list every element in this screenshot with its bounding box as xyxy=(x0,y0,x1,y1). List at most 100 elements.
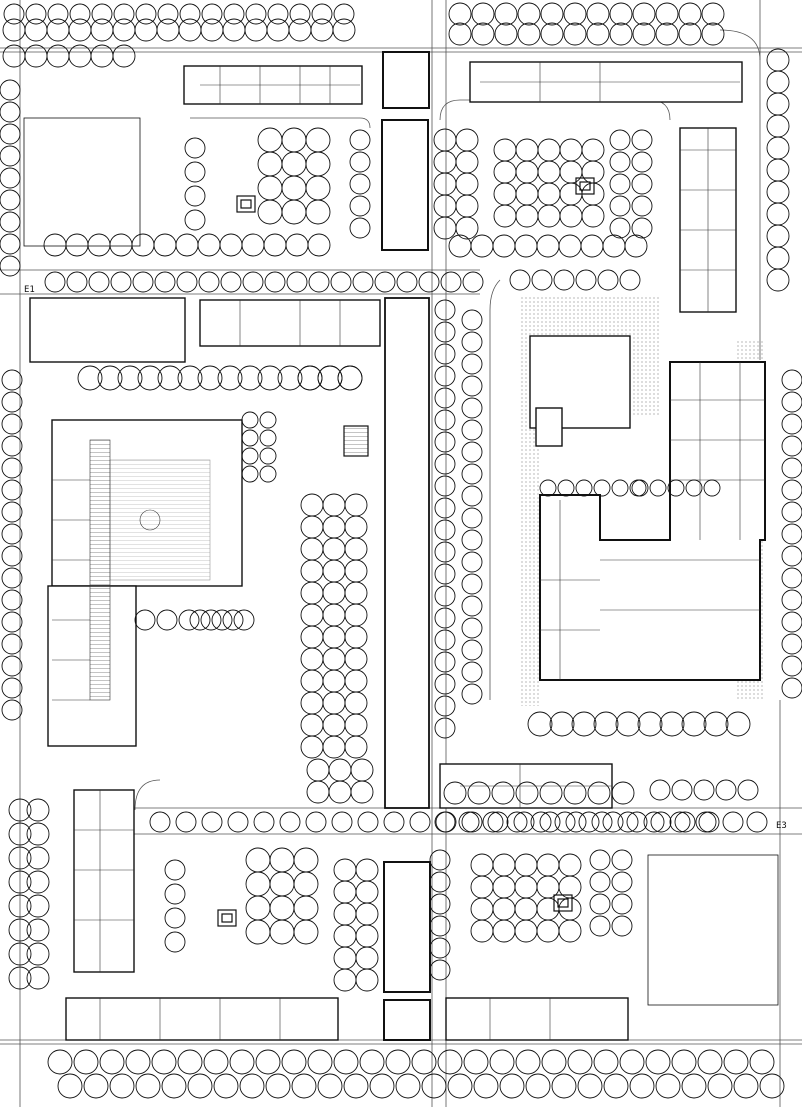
tree-canopy xyxy=(617,811,639,833)
tree-canopy xyxy=(434,651,456,673)
tree-canopy xyxy=(559,204,583,228)
tree-canopy xyxy=(530,811,552,833)
tree-canopy xyxy=(300,603,324,627)
tree-canopy xyxy=(134,18,158,42)
tree-canopy xyxy=(781,413,802,435)
tree-canopy xyxy=(8,870,32,894)
tree-canopy xyxy=(217,365,243,391)
tree-canopy xyxy=(300,515,324,539)
tree-canopy xyxy=(643,811,665,833)
tree-canopy xyxy=(322,647,346,671)
tree-canopy xyxy=(461,463,483,485)
tree-canopy xyxy=(461,617,483,639)
tree-canopy xyxy=(587,781,611,805)
tree-canopy xyxy=(470,234,494,258)
tree-canopy xyxy=(482,811,504,833)
tree-canopy xyxy=(300,493,324,517)
tree-canopy xyxy=(492,897,516,921)
tree-canopy xyxy=(344,537,368,561)
tree-canopy xyxy=(549,711,575,737)
tree-canopy xyxy=(567,1049,593,1075)
tree-canopy xyxy=(737,779,759,801)
tree-canopy xyxy=(269,895,295,921)
tree-canopy xyxy=(581,204,605,228)
tree-canopy xyxy=(0,145,21,167)
tree-canopy xyxy=(461,441,483,463)
tree-canopy xyxy=(157,365,183,391)
tree-canopy xyxy=(637,711,663,737)
tree-canopy xyxy=(461,551,483,573)
tree-canopy xyxy=(175,233,199,257)
tree-canopy xyxy=(440,271,462,293)
tree-canopy xyxy=(781,567,802,589)
tree-canopy xyxy=(259,465,277,483)
tree-canopy xyxy=(678,2,702,26)
tree-canopy xyxy=(514,919,538,943)
tree-canopy xyxy=(65,233,89,257)
tree-canopy xyxy=(110,271,132,293)
tree-canopy xyxy=(293,919,319,945)
tree-canopy xyxy=(434,563,456,585)
tree-canopy xyxy=(539,781,563,805)
tree-canopy xyxy=(269,847,295,873)
tree-canopy xyxy=(593,711,619,737)
tree-canopy xyxy=(461,639,483,661)
tree-canopy xyxy=(87,233,111,257)
tree-canopy xyxy=(0,211,21,233)
tree-canopy xyxy=(667,479,685,497)
tree-canopy xyxy=(289,3,311,25)
tree-canopy xyxy=(266,18,290,42)
tree-canopy xyxy=(433,216,457,240)
tree-canopy xyxy=(429,959,451,981)
tree-canopy xyxy=(0,189,21,211)
tree-canopy xyxy=(525,1073,551,1099)
tree-canopy xyxy=(781,435,802,457)
tree-canopy xyxy=(707,1073,733,1099)
tree-canopy xyxy=(591,811,613,833)
tree-canopy xyxy=(3,3,25,25)
tree-canopy xyxy=(685,479,703,497)
tree-canopy xyxy=(177,365,203,391)
tree-canopy xyxy=(349,151,371,173)
tree-canopy xyxy=(492,853,516,877)
tree-canopy xyxy=(461,353,483,375)
tree-canopy xyxy=(429,915,451,937)
building-boulevard-block xyxy=(384,297,430,809)
tree-canopy xyxy=(149,811,171,833)
tree-canopy xyxy=(571,711,597,737)
tree-canopy xyxy=(589,893,611,915)
tree-canopy xyxy=(536,853,560,877)
building-east-hospital xyxy=(539,361,766,681)
tree-canopy xyxy=(1,699,23,721)
tree-canopy xyxy=(655,22,679,46)
tree-canopy xyxy=(300,559,324,583)
tree-canopy xyxy=(227,811,249,833)
tree-canopy xyxy=(26,918,50,942)
tree-canopy xyxy=(322,691,346,715)
tree-canopy xyxy=(201,811,223,833)
tree-canopy xyxy=(615,711,641,737)
tree-canopy xyxy=(26,966,50,990)
tree-canopy xyxy=(26,870,50,894)
tree-canopy xyxy=(434,387,456,409)
tree-canopy xyxy=(703,479,721,497)
tree-canopy xyxy=(781,391,802,413)
tree-canopy xyxy=(293,847,319,873)
tree-canopy xyxy=(322,669,346,693)
tree-canopy xyxy=(715,779,737,801)
tree-canopy xyxy=(586,22,610,46)
tree-canopy xyxy=(650,811,672,833)
tree-canopy xyxy=(509,269,531,291)
tree-canopy xyxy=(649,779,671,801)
tree-canopy xyxy=(184,161,206,183)
building-south-center xyxy=(383,861,431,993)
tree-canopy xyxy=(8,822,32,846)
tree-canopy xyxy=(493,138,517,162)
tree-canopy xyxy=(344,493,368,517)
tree-canopy xyxy=(322,493,346,517)
tree-canopy xyxy=(433,150,457,174)
tree-canopy xyxy=(253,811,275,833)
tree-canopy xyxy=(305,811,327,833)
tree-canopy xyxy=(631,479,649,497)
